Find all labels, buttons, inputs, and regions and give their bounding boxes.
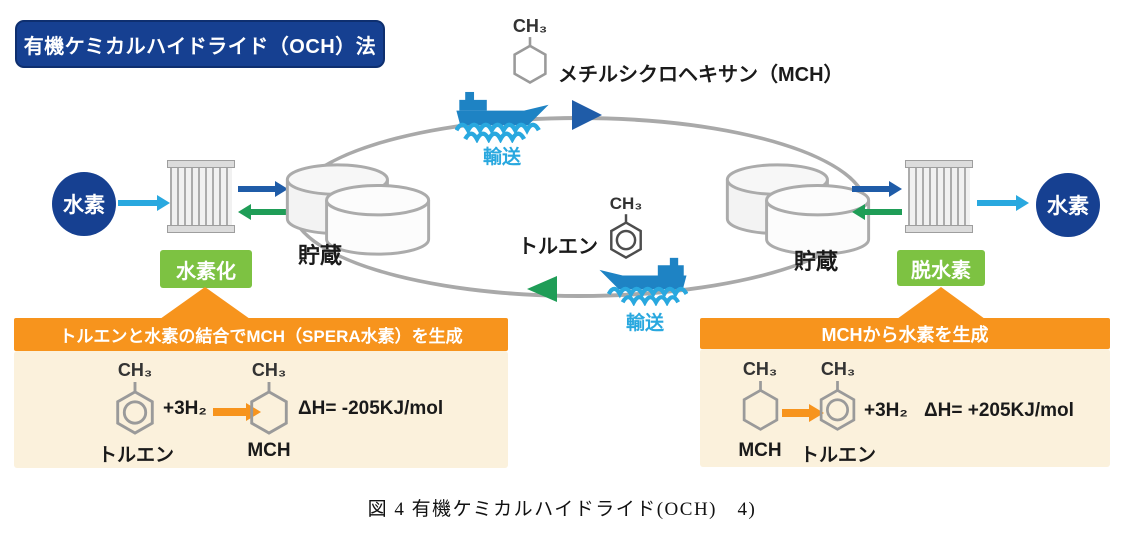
hydrogen-release-right: +3H₂ bbox=[864, 400, 908, 421]
reaction-arrow-left bbox=[213, 403, 261, 421]
hydrogen-label-left: 水素 bbox=[63, 194, 105, 217]
enthalpy-right: ΔH= +205KJ/mol bbox=[924, 400, 1074, 421]
dehydrogenation-label: 脱水素 bbox=[911, 259, 971, 282]
figure-caption: 図 4 有機ケミカルハイドライド(OCH) 4) bbox=[367, 499, 757, 520]
hydrogen-addition-left: +3H₂ bbox=[163, 398, 207, 419]
cyclohexane-ring-right-icon bbox=[737, 381, 784, 434]
hydrogen-badge-left: 水素 bbox=[52, 172, 116, 236]
toluene-name-label-cycle: トルエン bbox=[518, 236, 598, 258]
toluene-methyl-label-cycle: CH₃ bbox=[609, 194, 643, 213]
mch-methyl-label-right: CH₃ bbox=[742, 359, 778, 379]
return-arrow-left bbox=[238, 204, 288, 220]
heat-exchanger-right-icon bbox=[905, 160, 973, 233]
reaction-panel-right bbox=[700, 349, 1110, 467]
heat-exchanger-left-icon bbox=[167, 160, 235, 233]
cyclohexane-ring-left-icon bbox=[243, 382, 295, 438]
toluene-name-left: トルエン bbox=[97, 445, 174, 466]
hydrogenation-badge: 水素化 bbox=[160, 250, 252, 288]
mch-methyl-label-top: CH₃ bbox=[512, 16, 548, 36]
benzene-ring-left-icon bbox=[109, 382, 161, 438]
diagram-title: 有機ケミカルハイドライド（OCH）法 bbox=[23, 35, 377, 58]
diagram-title-badge: 有機ケミカルハイドライド（OCH）法 bbox=[15, 20, 385, 68]
storage-label-left: 貯蔵 bbox=[298, 243, 343, 268]
toluene-name-right: トルエン bbox=[799, 445, 876, 466]
toluene-methyl-label-left: CH₃ bbox=[117, 360, 153, 380]
process-banner-left: トルエンと水素の結合でMCH（SPERA水素）を生成 bbox=[14, 318, 508, 351]
mch-name-right: MCH bbox=[738, 440, 782, 461]
hydrogenation-label: 水素化 bbox=[176, 260, 236, 283]
mch-name-left: MCH bbox=[247, 440, 291, 461]
return-arrow-right bbox=[852, 204, 902, 220]
reaction-panel-left bbox=[14, 351, 508, 468]
transport-label-bottom: 輸送 bbox=[625, 313, 664, 334]
callout-pointer-right-icon bbox=[897, 287, 985, 319]
enthalpy-left: ΔH= -205KJ/mol bbox=[298, 398, 444, 419]
benzene-ring-right-icon bbox=[814, 381, 861, 434]
process-banner-right-text: MCHから水素を生成 bbox=[821, 324, 989, 345]
hydrogen-out-arrow-right bbox=[977, 195, 1029, 211]
cycle-arrowhead-left-icon bbox=[527, 276, 557, 302]
to-exchanger-arrow-right bbox=[852, 181, 902, 197]
hydrogen-label-right: 水素 bbox=[1047, 195, 1089, 218]
benzene-ring-cycle-icon bbox=[605, 214, 647, 262]
mch-name-label: メチルシクロヘキサン（MCH） bbox=[558, 64, 844, 86]
callout-pointer-left-icon bbox=[160, 287, 250, 319]
process-banner-left-text: トルエンと水素の結合でMCH（SPERA水素）を生成 bbox=[59, 327, 463, 346]
process-banner-right: MCHから水素を生成 bbox=[700, 318, 1110, 349]
transport-label-top: 輸送 bbox=[482, 147, 521, 168]
dehydrogenation-badge: 脱水素 bbox=[897, 250, 985, 286]
cargo-ship-top-icon bbox=[455, 90, 550, 143]
toluene-methyl-label-right: CH₃ bbox=[820, 359, 856, 379]
cyclohexane-ring-top-icon bbox=[508, 37, 552, 87]
hydrogen-in-arrow-left bbox=[118, 195, 170, 211]
storage-label-right: 貯蔵 bbox=[794, 249, 839, 274]
hydrogen-badge-right: 水素 bbox=[1036, 173, 1100, 237]
to-storage-arrow-left bbox=[238, 181, 288, 197]
mch-methyl-label-left: CH₃ bbox=[251, 360, 287, 380]
cargo-ship-bottom-icon bbox=[598, 256, 688, 306]
cycle-arrowhead-right-icon bbox=[572, 100, 602, 130]
storage-tanks-left-icon bbox=[283, 158, 431, 262]
storage-tanks-right-icon bbox=[723, 158, 871, 262]
